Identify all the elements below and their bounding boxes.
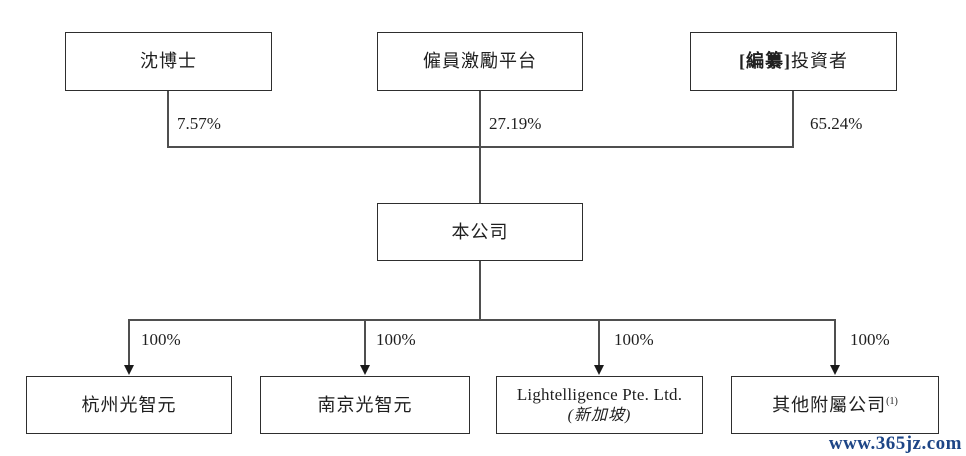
ownership-pct-platform: 27.19% (489, 114, 542, 133)
connector-line (167, 146, 794, 148)
node-lightelligence-pte-ltd: Lightelligence Pte. Ltd. (新加坡) (496, 376, 703, 434)
arrow-down-icon (360, 365, 370, 375)
node-redacted-investors: [編纂]投資者 (690, 32, 897, 91)
connector-line (479, 261, 481, 321)
arrow-down-icon (594, 365, 604, 375)
node-nanjing-guangzhiyuan: 南京光智元 (260, 376, 470, 434)
arrow-down-icon (124, 365, 134, 375)
ownership-pct-nanjing: 100% (376, 330, 416, 349)
connector-line (834, 321, 836, 366)
node-label: 南京光智元 (317, 394, 413, 415)
node-label: Lightelligence Pte. Ltd. (516, 385, 683, 405)
node-label: 杭州光智元 (81, 394, 177, 415)
connector-line (128, 321, 130, 366)
connector-line (364, 321, 366, 366)
node-label: 僱員激勵平台 (423, 51, 537, 72)
node-sublabel-singapore: (新加坡) (567, 406, 632, 424)
node-label-text: 其他附屬公司 (772, 394, 887, 415)
ownership-pct-shen: 7.57% (177, 114, 221, 133)
redacted-tag: [編纂] (739, 51, 791, 72)
node-employee-incentive-platform: 僱員激勵平台 (377, 32, 583, 91)
footnote-marker: (1) (886, 395, 898, 407)
connector-line (479, 91, 481, 147)
ownership-pct-investors: 65.24% (810, 114, 863, 133)
connector-line (792, 91, 794, 147)
node-company: 本公司 (377, 203, 583, 261)
node-hangzhou-guangzhiyuan: 杭州光智元 (26, 376, 232, 434)
connector-line (598, 321, 600, 366)
connector-line (479, 148, 481, 203)
node-label: 沈博士 (140, 51, 197, 72)
ownership-pct-lightelligence: 100% (614, 330, 654, 349)
connector-line (167, 91, 169, 147)
node-label: 本公司 (451, 221, 509, 242)
ownership-pct-hangzhou: 100% (141, 330, 181, 349)
node-label-text: 投資者 (791, 51, 848, 72)
node-label: [編纂]投資者 (739, 50, 848, 73)
node-label: 其他附屬公司(1) (772, 394, 898, 417)
connector-line (128, 319, 836, 321)
node-other-subsidiaries: 其他附屬公司(1) (731, 376, 939, 434)
watermark-text: www.365jz.com (828, 433, 962, 454)
node-dr-shen: 沈博士 (65, 32, 272, 91)
arrow-down-icon (830, 365, 840, 375)
ownership-pct-other: 100% (850, 330, 890, 349)
